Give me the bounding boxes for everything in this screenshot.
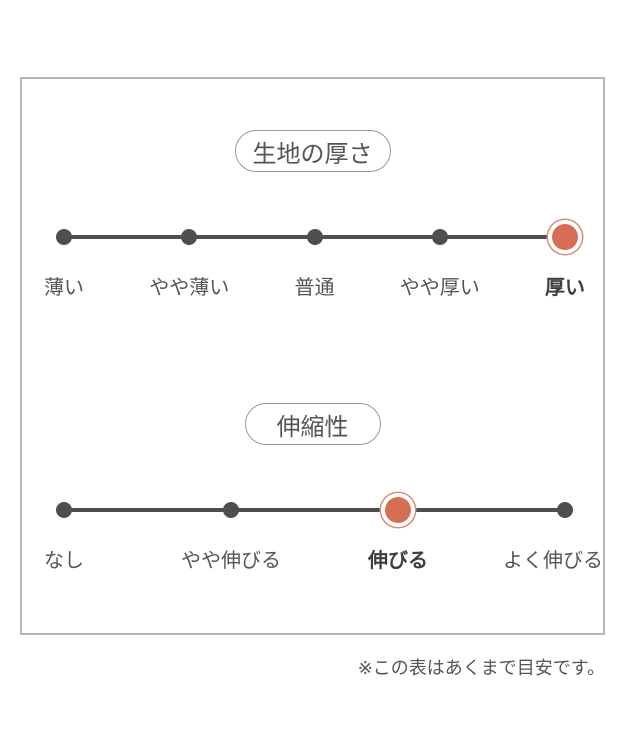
scale-track — [64, 508, 565, 512]
scale-label-selected: 伸びる — [368, 550, 428, 572]
scale-label: やや薄い — [149, 277, 230, 299]
scale-label: やや厚い — [399, 277, 480, 299]
scale-label: やや伸びる — [181, 550, 281, 572]
stretch-title-text: 伸縮性 — [276, 413, 349, 441]
scale-point — [56, 502, 72, 518]
scale-point-selected — [385, 497, 411, 523]
scale-label: 普通 — [294, 277, 335, 299]
scale-point — [56, 229, 72, 245]
thickness-title-pill: 生地の厚さ — [234, 130, 391, 172]
scale-point — [431, 229, 448, 245]
disclaimer-note: ※この表はあくまで目安です。 — [357, 658, 605, 678]
thickness-title-text: 生地の厚さ — [252, 140, 373, 168]
scale-label: 薄い — [44, 277, 84, 299]
scale-label: よく伸びる — [503, 550, 603, 572]
stretch-title-pill: 伸縮性 — [244, 403, 381, 445]
scale-label-selected: 厚い — [545, 277, 585, 299]
scale-label: なし — [44, 550, 84, 572]
scale-point-selected — [552, 224, 578, 250]
scale-point — [557, 502, 573, 518]
scale-point — [223, 502, 239, 518]
guide-frame: 生地の厚さ 薄い やや薄い 普通 やや厚い 厚い 伸縮性 なし やや伸びる 伸びる よく伸びる — [20, 77, 605, 635]
scale-point — [181, 229, 198, 245]
scale-point — [306, 229, 323, 245]
